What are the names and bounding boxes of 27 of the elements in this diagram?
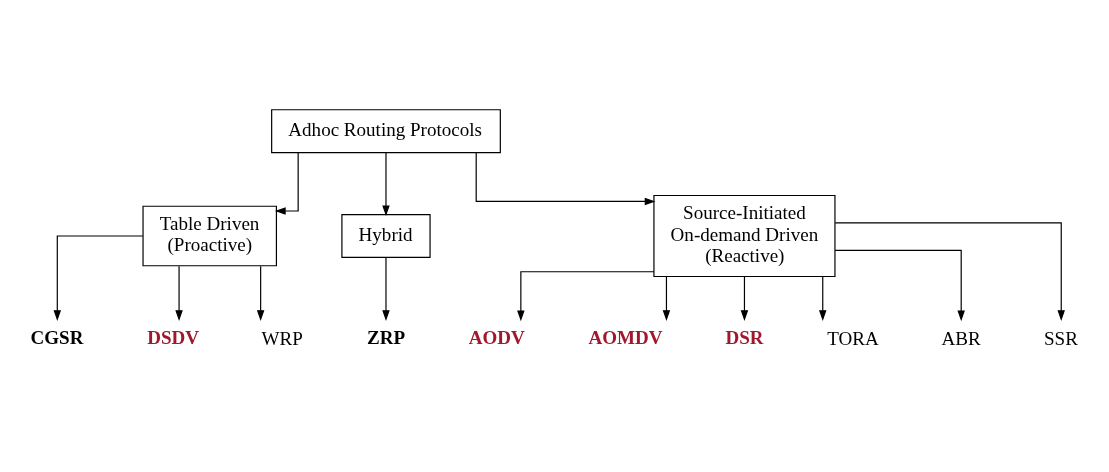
node-text: DSR <box>725 327 764 349</box>
arrow <box>53 235 144 321</box>
arrow <box>256 265 265 321</box>
node-text: DSDV <box>147 327 200 349</box>
node-text: AODV <box>468 327 525 349</box>
arrow <box>834 222 1065 321</box>
node-text: ZRP <box>366 327 406 349</box>
arrow <box>382 152 390 217</box>
node-text: WRP <box>261 328 303 350</box>
node-box: Hybrid <box>341 213 431 259</box>
node-text: CGSR <box>30 327 84 349</box>
arrow <box>274 152 299 215</box>
arrow <box>175 265 183 321</box>
arrow <box>662 275 671 321</box>
arrow <box>819 275 827 321</box>
node-box: Adhoc Routing Protocols <box>271 109 501 154</box>
node-box: Table Driven (Proactive) <box>142 205 277 267</box>
node-box: Source-Initiated On-demand Driven (Reactive) <box>653 194 836 278</box>
arrow <box>382 257 390 321</box>
arrow <box>517 271 655 322</box>
node-text: AOMDV <box>588 327 663 349</box>
arrow <box>834 249 965 322</box>
arrow <box>740 275 749 321</box>
node-text: ABR <box>941 328 981 350</box>
node-text: SSR <box>1043 328 1078 350</box>
arrow <box>475 152 656 206</box>
node-text: TORA <box>827 328 879 350</box>
